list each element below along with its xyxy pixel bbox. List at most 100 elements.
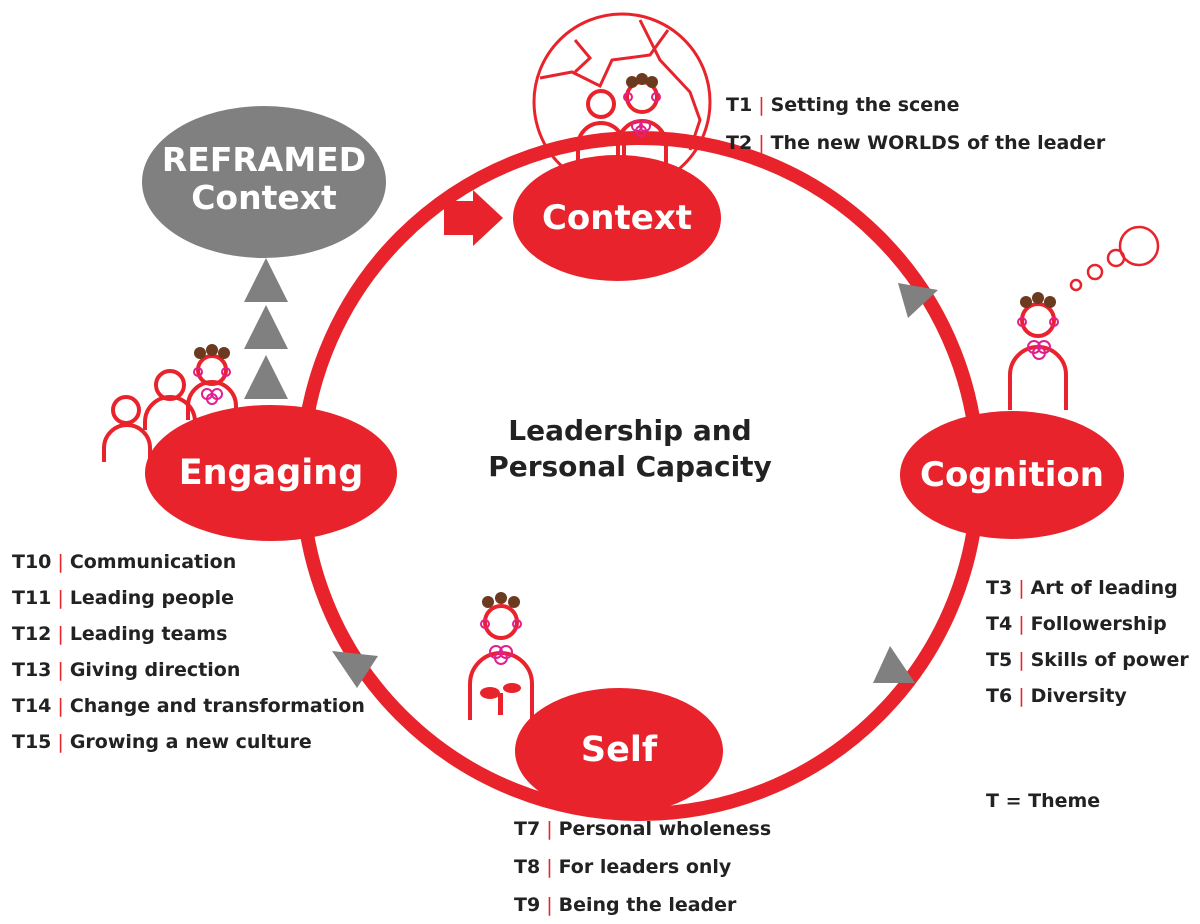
theme-code: T3 (986, 577, 1013, 599)
reframed-context-node (142, 106, 386, 258)
theme-label: Change and transformation (69, 695, 365, 717)
theme-code: T5 (986, 649, 1013, 671)
context-node (513, 155, 721, 281)
theme-code: T14 (12, 695, 52, 717)
theme-separator: | (57, 623, 64, 645)
triangle-icon (244, 258, 288, 302)
theme-item: T7|Personal wholeness (514, 810, 771, 848)
theme-item: T8|For leaders only (514, 848, 771, 886)
necklace-icon (623, 92, 661, 137)
necklace-icon (1017, 317, 1059, 360)
theme-item: T10|Communication (12, 544, 365, 580)
theme-separator: | (546, 818, 553, 840)
necklace-icon (480, 619, 522, 665)
plant-icon (480, 683, 521, 715)
theme-separator: | (57, 695, 64, 717)
theme-code: T13 (12, 659, 52, 681)
triangle-icon (244, 305, 288, 349)
theme-separator: | (546, 894, 553, 916)
theme-code: T10 (12, 551, 52, 573)
theme-code: T15 (12, 731, 52, 753)
engaging-theme-list: T10|Communication T11|Leading people T12… (12, 544, 365, 760)
cognition-theme-list: T3|Art of leading T4|Followership T5|Ski… (986, 570, 1189, 714)
theme-item: T9|Being the leader (514, 886, 771, 924)
theme-item: T3|Art of leading (986, 570, 1189, 606)
person-icon (102, 395, 152, 462)
theme-item: T4|Followership (986, 606, 1189, 642)
self-label: Self (580, 730, 658, 770)
theme-label: Being the leader (558, 894, 737, 916)
theme-separator: | (1018, 649, 1025, 671)
center-title-line-1: Leadership and (508, 414, 752, 447)
theme-code: T11 (12, 587, 52, 609)
person-icon (143, 369, 197, 430)
hair-icon (626, 73, 658, 88)
theme-code: T12 (12, 623, 52, 645)
theme-code: T8 (514, 856, 541, 878)
theme-item: T13|Giving direction (12, 652, 365, 688)
context-theme-list: T1|Setting the scene T2|The new WORLDS o… (726, 86, 1105, 162)
theme-separator: | (1018, 613, 1025, 635)
theme-label: Personal wholeness (558, 818, 772, 840)
theme-label: Followership (1030, 613, 1167, 635)
theme-separator: | (57, 731, 64, 753)
theme-label: Setting the scene (770, 94, 960, 116)
theme-separator: | (57, 659, 64, 681)
theme-code: T9 (514, 894, 541, 916)
theme-legend: T = Theme (986, 790, 1101, 812)
triangle-icon (244, 355, 288, 399)
theme-item: T11|Leading people (12, 580, 365, 616)
cognition-label: Cognition (920, 455, 1104, 495)
engaging-node (145, 405, 397, 541)
center-title-line-2: Personal Capacity (488, 450, 772, 483)
hair-icon (482, 592, 520, 608)
hair-icon (194, 344, 230, 359)
engaging-label: Engaging (178, 453, 364, 493)
theme-label: Communication (69, 551, 237, 573)
theme-label: Leading people (69, 587, 235, 609)
theme-label: For leaders only (558, 856, 732, 878)
theme-label: Leading teams (69, 623, 228, 645)
context-label: Context (541, 198, 692, 238)
theme-separator: | (1018, 685, 1025, 707)
theme-item: T5|Skills of power (986, 642, 1189, 678)
theme-code: T1 (726, 94, 753, 116)
thought-bubble-icon (1069, 225, 1160, 292)
theme-item: T12|Leading teams (12, 616, 365, 652)
theme-separator: | (546, 856, 553, 878)
self-node (515, 688, 723, 814)
center-title: Leadership and Personal Capacity (470, 413, 790, 485)
theme-label: Skills of power (1030, 649, 1189, 671)
hair-icon (1020, 292, 1056, 308)
cognition-node (900, 411, 1124, 539)
theme-label: Art of leading (1030, 577, 1178, 599)
theme-item: T2|The new WORLDS of the leader (726, 124, 1105, 162)
theme-code: T7 (514, 818, 541, 840)
theme-separator: | (758, 132, 765, 154)
theme-code: T4 (986, 613, 1013, 635)
reframed-line-1: REFRAMED (161, 140, 367, 179)
theme-separator: | (1018, 577, 1025, 599)
necklace-icon (193, 367, 231, 405)
cycle-arrow-icon (898, 283, 938, 318)
theme-label: Diversity (1030, 685, 1127, 707)
theme-item: T14|Change and transformation (12, 688, 365, 724)
theme-label: Growing a new culture (69, 731, 312, 753)
theme-separator: | (57, 587, 64, 609)
theme-item: T1|Setting the scene (726, 86, 1105, 124)
arrow-icon (444, 190, 503, 246)
cycle-arrow-icon (873, 646, 915, 683)
person-icon (576, 89, 626, 172)
cycle-arrow-icon (332, 651, 378, 688)
theme-label: Giving direction (69, 659, 241, 681)
reframed-context-label: REFRAMED Context (144, 141, 384, 217)
theme-code: T6 (986, 685, 1013, 707)
theme-separator: | (758, 94, 765, 116)
self-theme-list: T7|Personal wholeness T8|For leaders onl… (514, 810, 771, 924)
theme-code: T2 (726, 132, 753, 154)
theme-label: The new WORLDS of the leader (770, 132, 1106, 154)
reframed-line-2: Context (191, 178, 337, 217)
theme-item: T6|Diversity (986, 678, 1189, 714)
theme-item: T15|Growing a new culture (12, 724, 365, 760)
